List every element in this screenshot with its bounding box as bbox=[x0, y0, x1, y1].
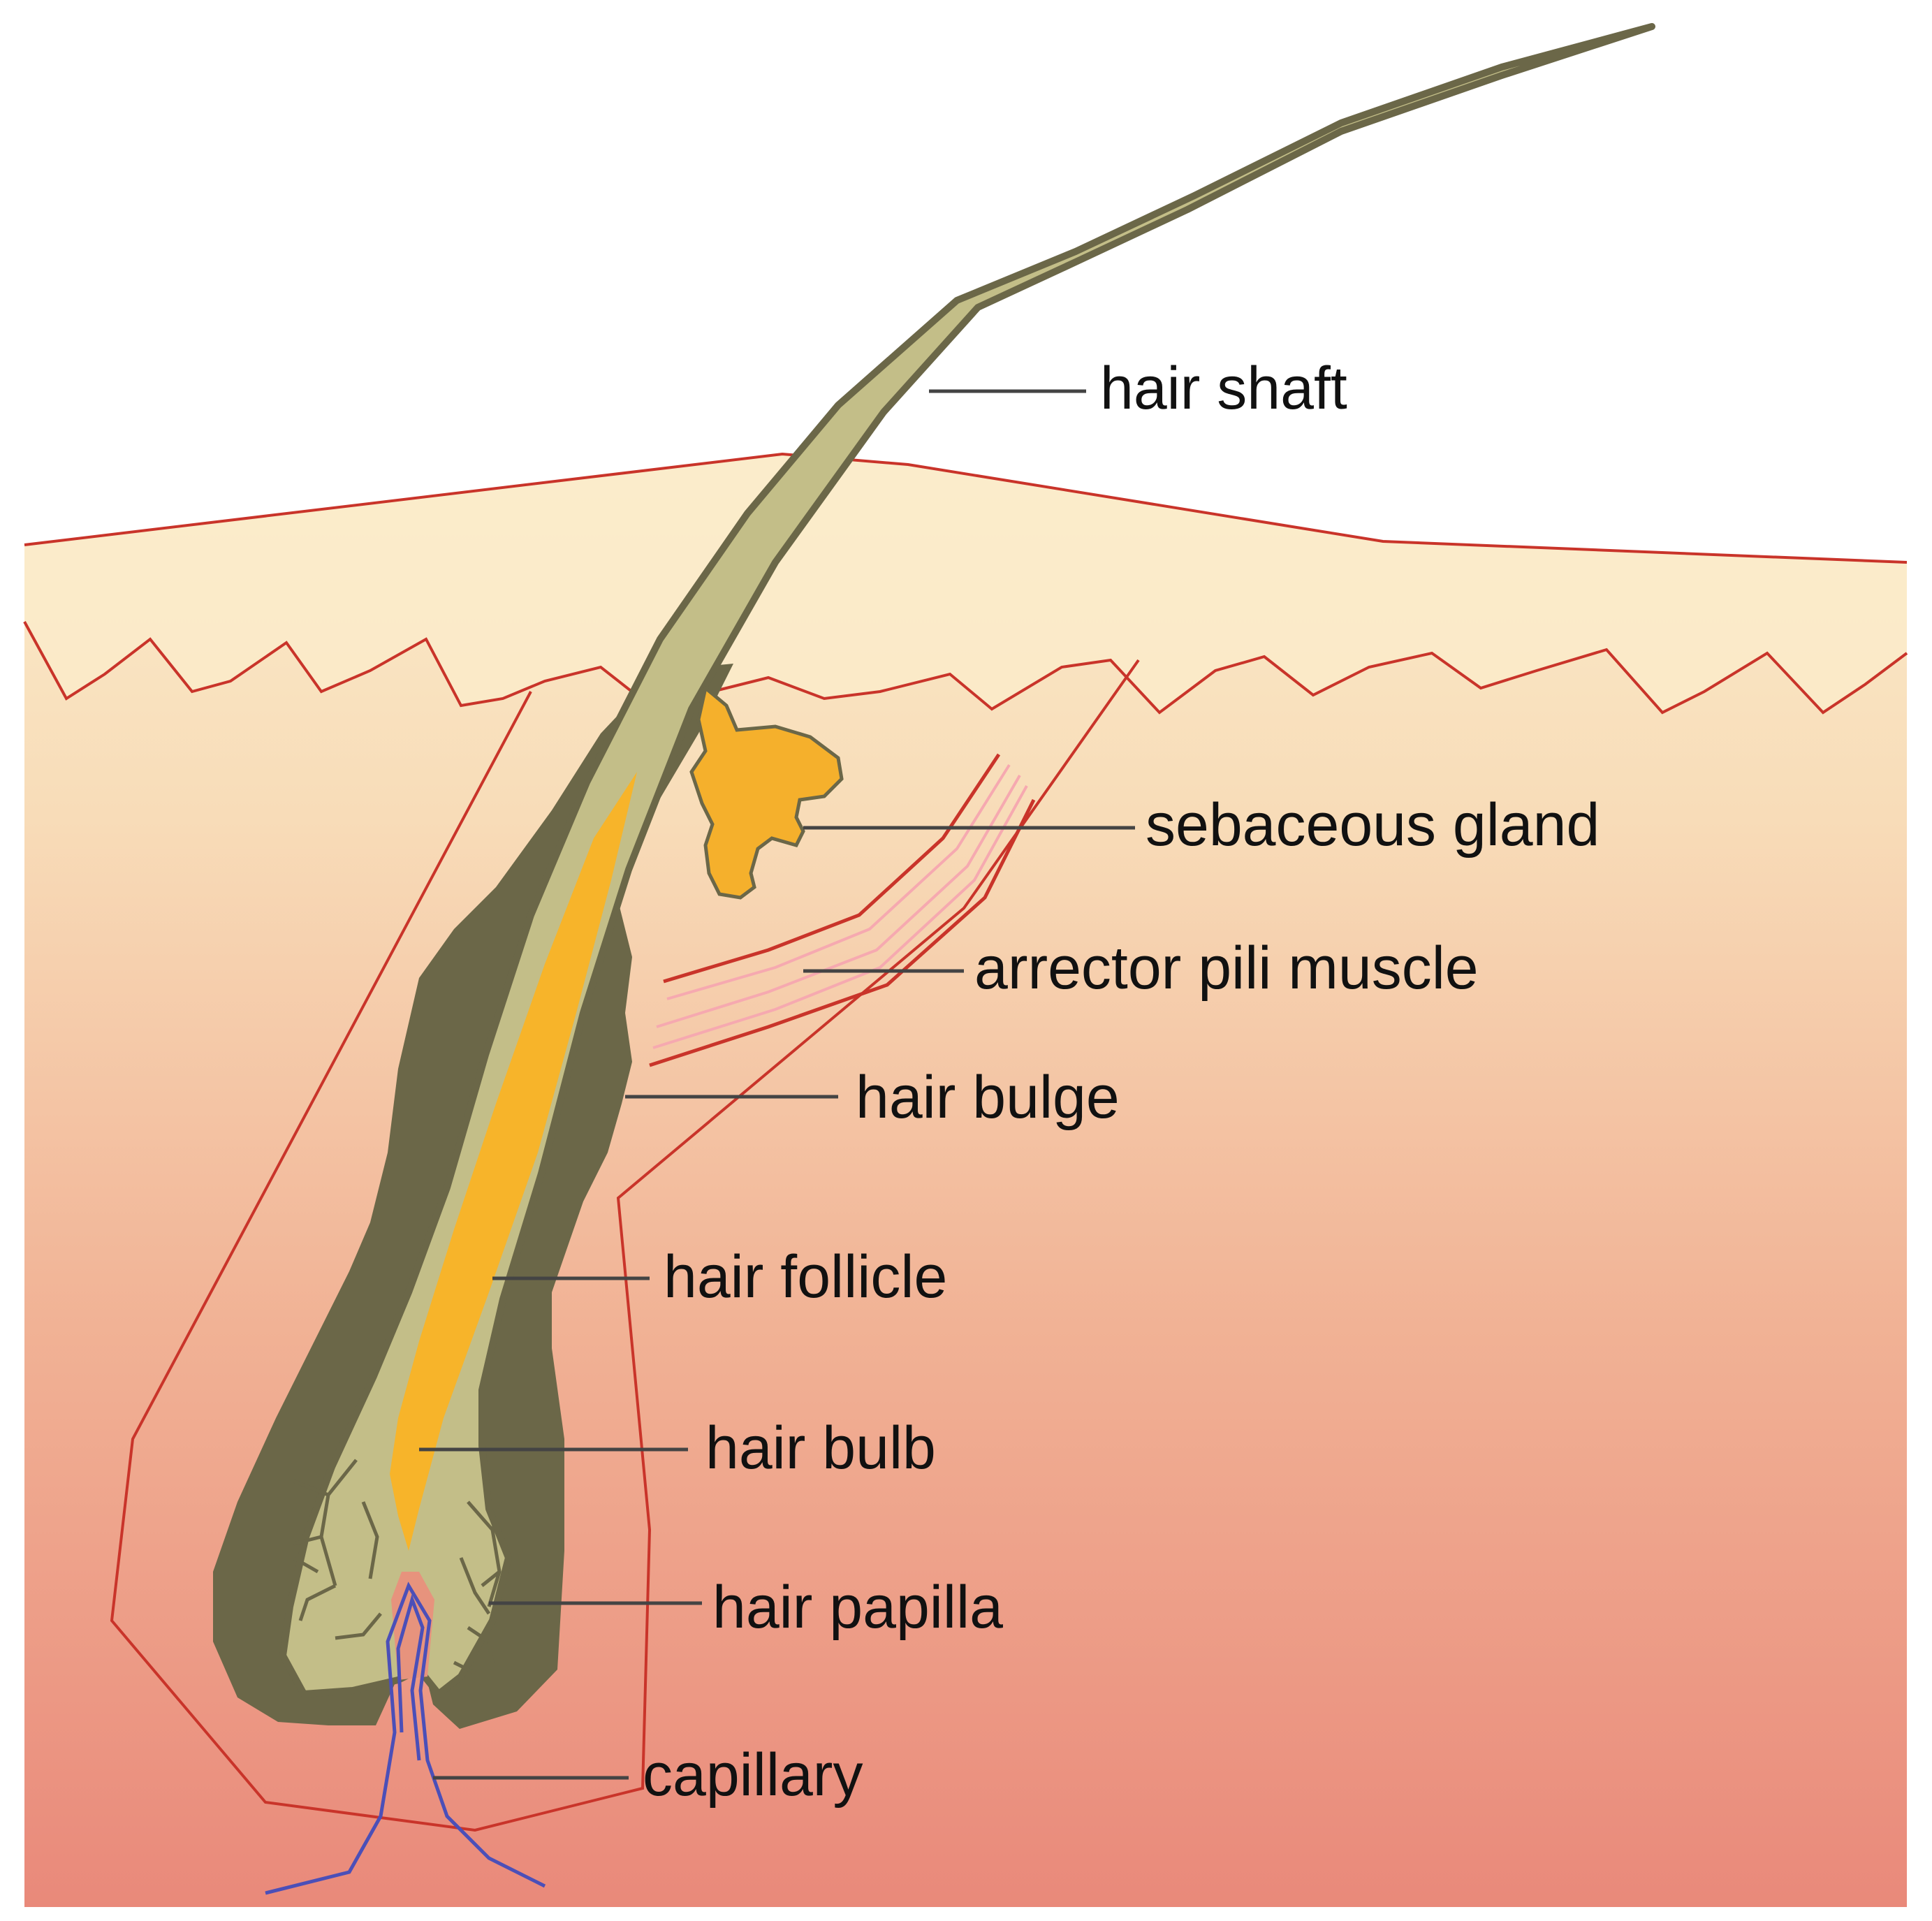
arrector-pili-muscle-label: arrector pili muscle bbox=[974, 935, 1479, 1002]
follicle-sheath-outline bbox=[110, 659, 1140, 1832]
capillary-label: capillary bbox=[643, 1741, 863, 1809]
medulla-core bbox=[390, 772, 637, 1551]
capillary-vessel bbox=[265, 1582, 546, 1895]
epidermis-layer bbox=[24, 454, 1907, 713]
dermal-junction-line bbox=[23, 621, 1908, 715]
hair-bulge-label: hair bulge bbox=[856, 1064, 1120, 1131]
arrector-pili-muscle-shape bbox=[649, 753, 1036, 1067]
hair-shaft-label: hair shaft bbox=[1100, 355, 1347, 422]
hair-papilla-label: hair papilla bbox=[712, 1574, 1003, 1641]
skin-surface-line bbox=[24, 452, 1908, 564]
hair-bulb-label: hair bulb bbox=[705, 1415, 936, 1482]
capillary-vessel-inner bbox=[396, 1594, 425, 1761]
sebaceous-gland-shape bbox=[689, 685, 844, 900]
papilla-vessel-branches bbox=[292, 1459, 505, 1675]
hair-follicle-label: hair follicle bbox=[664, 1243, 947, 1310]
sebaceous-gland-label: sebaceous gland bbox=[1146, 791, 1600, 859]
